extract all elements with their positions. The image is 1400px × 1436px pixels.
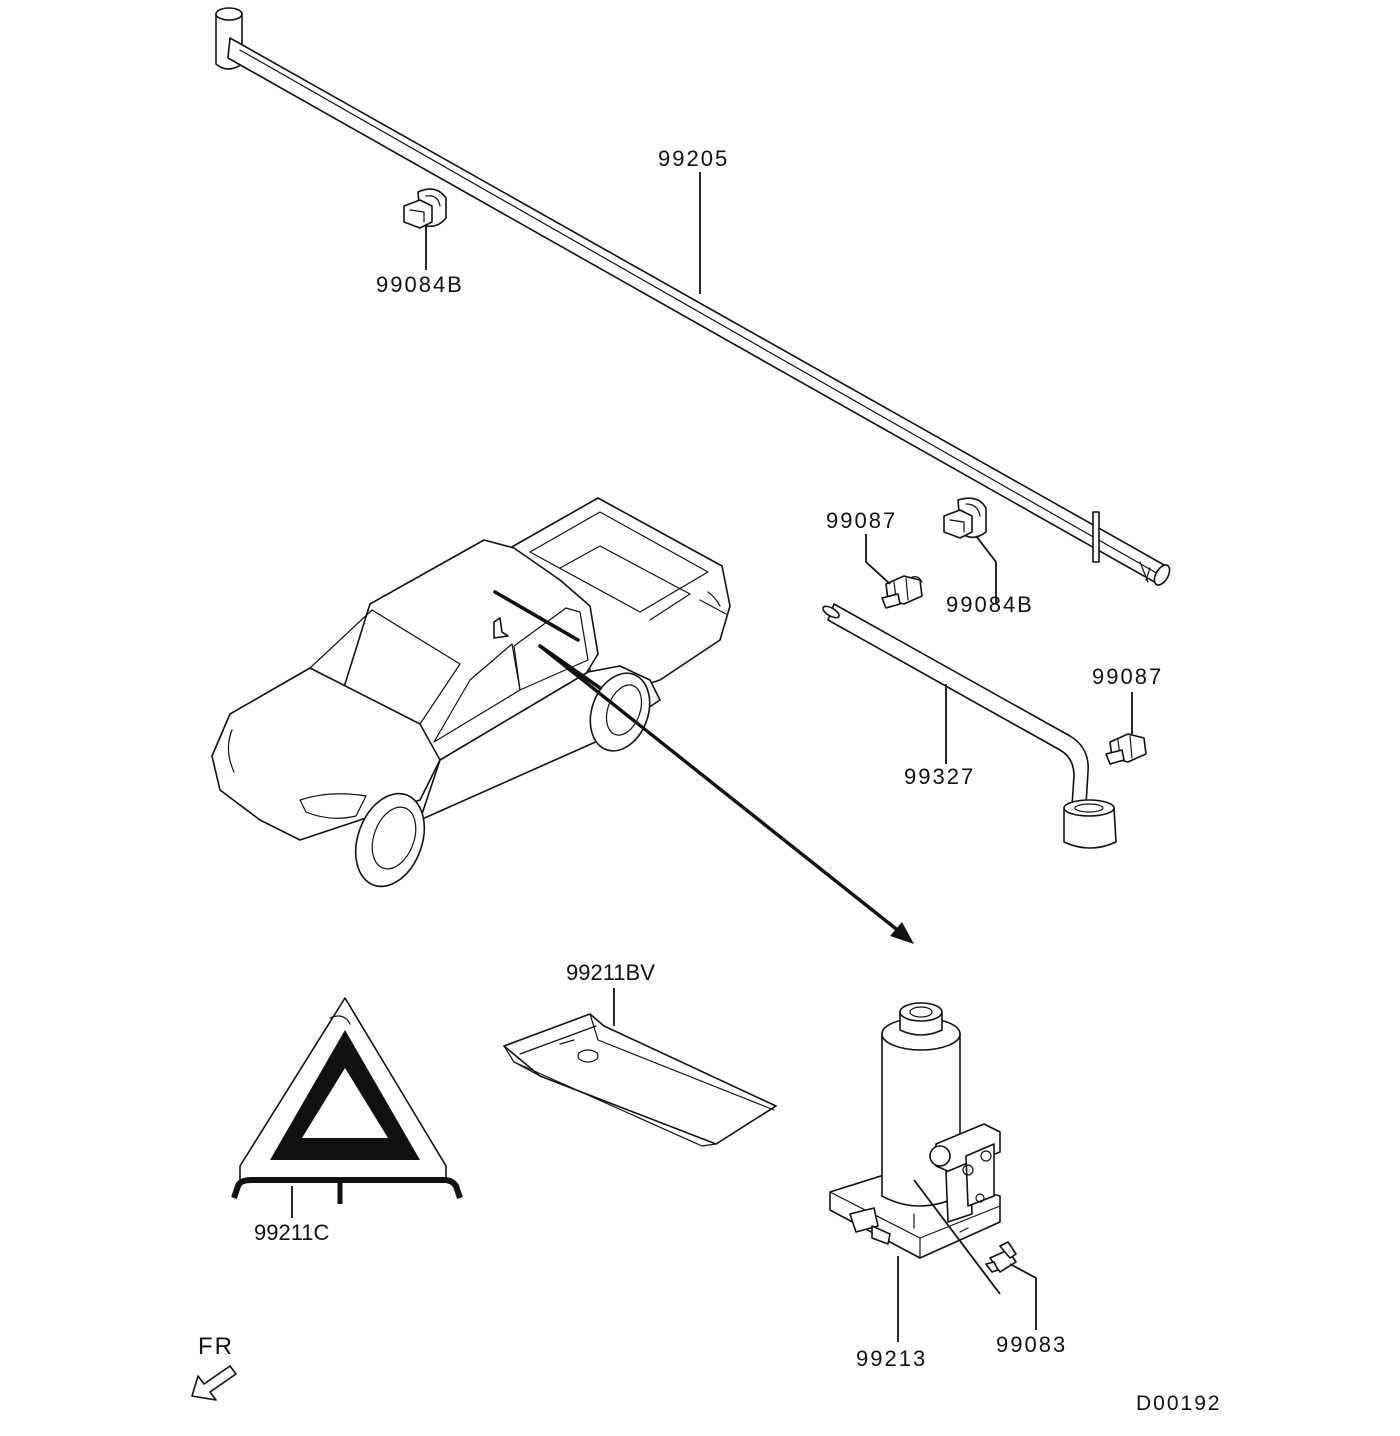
label-99087-right: 99087 — [1092, 664, 1163, 689]
label-99087-left: 99087 — [826, 508, 897, 533]
wing-bolt — [985, 1241, 1017, 1273]
front-arrow-icon — [191, 1365, 237, 1401]
location-arrow — [538, 644, 914, 944]
label-99211bv: 99211BV — [566, 960, 655, 985]
clip-upper-right — [943, 497, 987, 539]
part-labels: 99205 99084B 99087 99084B 99087 99327 99… — [254, 146, 1163, 1371]
front-indicator: FR — [191, 1333, 237, 1401]
label-99083: 99083 — [996, 1332, 1067, 1357]
warning-triangle — [231, 997, 463, 1204]
jack-handle-bar — [215, 7, 1171, 586]
pickup-truck — [211, 497, 731, 888]
label-99084b-upper-left: 99084B — [376, 272, 464, 297]
label-99205: 99205 — [658, 146, 729, 171]
label-99327: 99327 — [904, 764, 975, 789]
label-99211c: 99211C — [254, 1220, 330, 1245]
front-label: FR — [198, 1333, 234, 1360]
diagram-code: D00192 — [1136, 1392, 1222, 1415]
clamp-left — [881, 575, 923, 609]
bottle-jack — [829, 1002, 1001, 1259]
leader-lines — [291, 172, 1133, 1342]
clamp-right — [1105, 733, 1147, 765]
label-99084b-right: 99084B — [946, 592, 1034, 617]
tool-bag — [503, 1013, 777, 1147]
wheel-wrench — [822, 603, 1117, 849]
clip-upper-left — [403, 188, 447, 229]
label-99213: 99213 — [856, 1346, 927, 1371]
